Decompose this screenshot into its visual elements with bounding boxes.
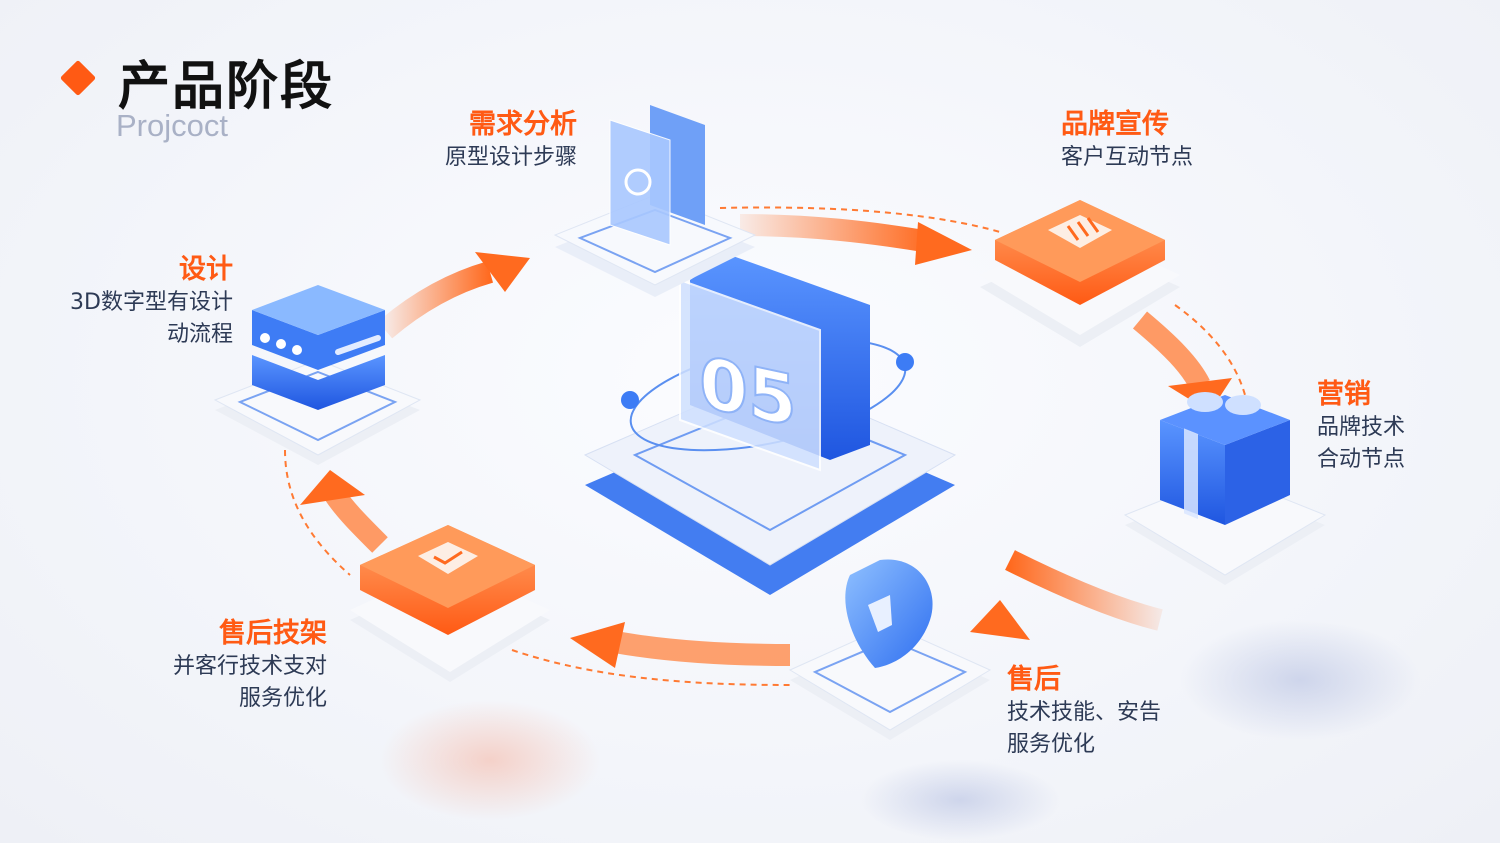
shield-icon: [845, 559, 933, 668]
stage-title: 营销: [1317, 379, 1371, 410]
aftersales-tile: [788, 559, 992, 740]
stage-title: 设计: [179, 254, 233, 285]
checkmark-icon: [418, 542, 478, 574]
stage-title: 售后: [1007, 664, 1061, 695]
server-icon: [252, 285, 385, 410]
dashed-connector: [511, 649, 791, 686]
stage-desc: 动流程: [166, 322, 233, 347]
bg-blur: [1180, 620, 1420, 740]
menu-badge-icon: [1048, 215, 1112, 248]
stage-desc: 并客行技术支对: [172, 654, 327, 679]
arrow-analysis-to-brand: [739, 214, 972, 265]
stage-marketing-label: 营销 品牌技术 合动节点: [1317, 378, 1405, 476]
dashed-connector: [284, 449, 351, 576]
arrow-aftersales-to-support: [570, 622, 791, 668]
page-subtitle: Projcoct: [116, 108, 228, 143]
stage-design-label: 设计 3D数字型有设计 动流程: [70, 253, 233, 351]
stage-title: 品牌宣传: [1061, 109, 1169, 140]
arrow-design-to-analysis: [377, 252, 530, 339]
stage-desc: 合动节点: [1317, 447, 1406, 472]
brand-tile: [980, 200, 1180, 347]
design-tile: [213, 285, 422, 465]
document-icon: [609, 105, 705, 246]
center-platform: [583, 255, 957, 595]
arrow-support-to-design: [300, 470, 388, 553]
gift-icon: [1160, 392, 1290, 525]
stage-desc: 3D数字型有设计: [70, 290, 233, 315]
analysis-tile: [553, 105, 757, 297]
support-tile: [350, 525, 550, 682]
stage-title: 需求分析: [469, 109, 577, 140]
stage-desc: 技术技能、安告: [1007, 700, 1162, 725]
arrow-marketing-to-aftersales: [970, 550, 1163, 640]
stage-desc: 服务优化: [1007, 732, 1096, 757]
stage-brand-label: 品牌宣传 客户互动节点: [1061, 108, 1193, 174]
dashed-connector: [719, 206, 1001, 233]
bg-blur: [860, 760, 1060, 840]
marketing-tile: [1123, 392, 1327, 585]
stage-desc: 品牌技术: [1317, 415, 1406, 440]
dashed-connector: [1174, 304, 1246, 396]
page-title: 产品阶段: [118, 57, 335, 117]
stage-desc: 原型设计步骤: [444, 145, 577, 170]
bg-blur: [380, 700, 600, 820]
stage-desc: 客户互动节点: [1061, 145, 1194, 170]
stage-title: 售后技架: [219, 618, 327, 649]
stage-desc: 服务优化: [238, 686, 327, 711]
stage-aftersales-label: 售后 技术技能、安告 服务优化: [1007, 663, 1161, 761]
stage-analysis-label: 需求分析 原型设计步骤: [445, 108, 577, 174]
stage-support-label: 售后技架 并客行技术支对 服务优化: [173, 617, 327, 715]
